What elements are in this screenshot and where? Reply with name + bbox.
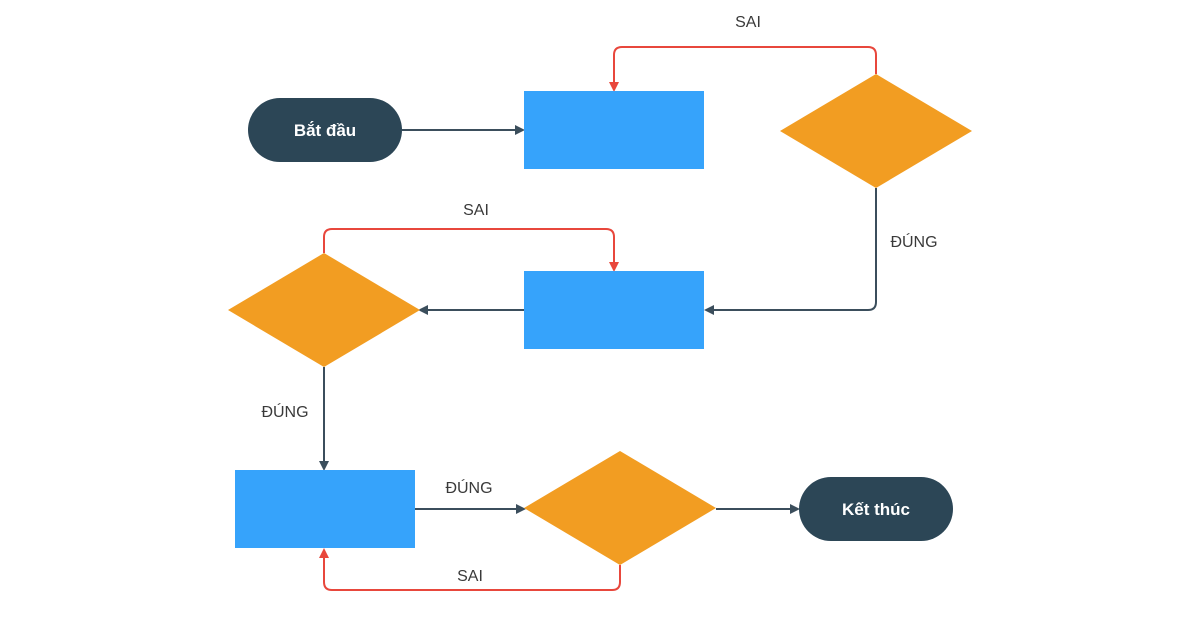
decision-diamond-1 [780,74,972,188]
edge-label-decision-1-false: SAI [735,14,761,31]
start-terminal [248,98,402,162]
edge-label-decision-2-true: ĐÚNG [261,402,308,421]
process-box-1 [524,91,704,169]
process-box-2 [524,271,704,349]
edge-label-decision-3-false: SAI [457,568,483,585]
edge-label-decision-1-true: ĐÚNG [890,232,937,251]
process-box-3 [235,470,415,548]
connector-decision-3-false [319,548,621,591]
edge-label-decision-2-false: SAI [463,202,489,219]
connector-decision-2-false [323,228,619,272]
connector-decision-1-false [609,46,877,92]
connector-decision-1-true [704,188,877,315]
start-terminal-label: Bắt đầu [294,121,356,140]
edge-label-process-3-true: ĐÚNG [445,478,492,497]
decision-diamond-2 [228,253,420,367]
end-terminal-label: Kết thúc [842,500,910,519]
end-terminal [799,477,953,541]
decision-diamond-3 [524,451,716,565]
